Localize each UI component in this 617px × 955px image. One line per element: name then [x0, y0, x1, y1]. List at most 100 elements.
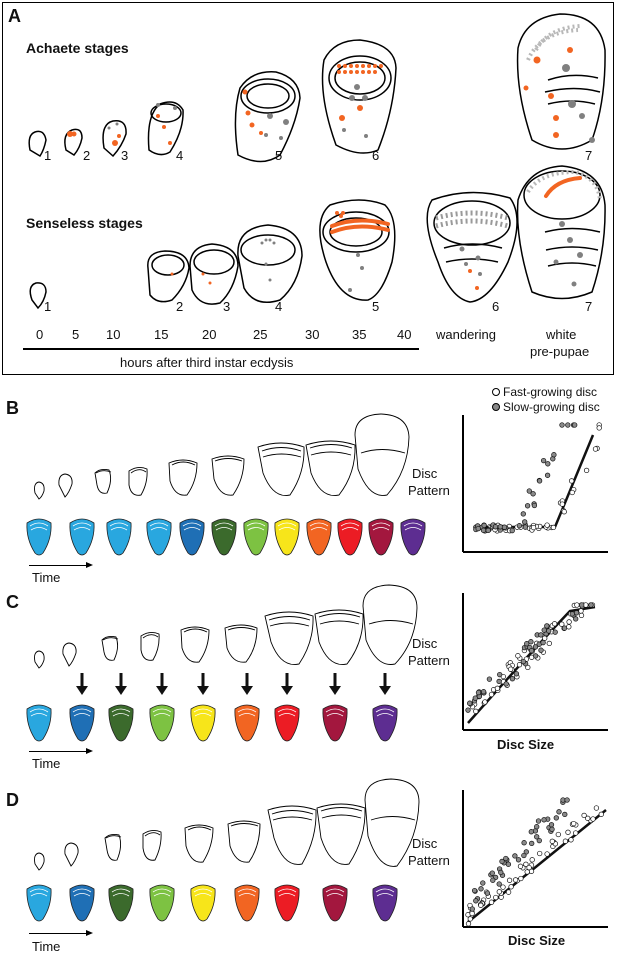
slow-disc-point	[569, 611, 575, 617]
achaete-stripe	[534, 24, 581, 52]
legend-fast: Fast-growing disc	[492, 385, 597, 399]
slow-disc-point	[496, 881, 502, 887]
slow-disc-point	[484, 890, 491, 896]
slow-disc-point	[588, 602, 594, 608]
fast-disc-point	[526, 864, 532, 871]
slow-disc-point	[526, 488, 532, 494]
colored-disc	[322, 884, 348, 922]
senseless-stripe	[330, 224, 390, 234]
slow-disc-point	[490, 877, 496, 883]
fast-disc-point	[569, 489, 575, 496]
fast-disc-point	[506, 877, 513, 883]
achaete-stage-number: 7	[585, 148, 593, 163]
colored-disc	[149, 704, 175, 742]
colored-disc-row	[26, 884, 398, 922]
slow-disc-point	[489, 870, 495, 876]
senseless-stripe	[526, 169, 602, 201]
fast-disc-point	[493, 894, 499, 901]
achaete-stage-number: 1	[44, 148, 52, 163]
disc-pouch	[322, 211, 390, 253]
slow-disc-point	[559, 422, 565, 428]
fast-disc-point	[496, 889, 502, 895]
slow-disc-point	[534, 834, 540, 840]
panel-d-plot	[462, 790, 608, 928]
panel-c-letter: C	[6, 592, 19, 612]
disc-outline	[64, 128, 83, 156]
disc-pouch	[240, 78, 296, 114]
slow-disc-point	[521, 852, 527, 859]
arrow-head-icon	[86, 930, 93, 936]
colored-disc	[26, 884, 52, 922]
slow-disc-point	[509, 676, 516, 682]
slow-disc-point	[469, 906, 475, 912]
slow-disc-point	[530, 491, 536, 497]
slow-disc-point	[475, 525, 481, 532]
fast-disc-point	[469, 910, 475, 917]
time-axis-label: hours after third instar ecdysis	[120, 355, 294, 370]
fast-disc-point	[544, 851, 550, 857]
fast-disc-point	[571, 820, 577, 827]
fast-disc-point	[508, 884, 514, 890]
disc-pouch	[433, 200, 511, 246]
senseless-stages-title: Senseless stages	[26, 215, 143, 231]
fast-disc-point	[562, 838, 569, 844]
disc-pouch	[151, 254, 185, 276]
fast-disc-point	[566, 624, 572, 630]
achaete-stripe	[526, 28, 579, 61]
colored-disc	[69, 884, 95, 922]
fast-disc-point	[515, 653, 521, 659]
disc-pouch	[193, 249, 235, 275]
fast-disc-point	[516, 662, 523, 668]
slow-disc-point	[545, 461, 551, 467]
senseless-stage-number: 4	[275, 299, 283, 314]
panel-b-time-arrow	[29, 565, 89, 566]
wandering-label: wandering	[436, 327, 496, 342]
panel-c-time-arrow	[29, 751, 89, 752]
fast-disc-point	[578, 608, 584, 614]
slow-disc-point	[520, 511, 526, 517]
colored-disc	[274, 884, 300, 922]
time-tick: 15	[154, 327, 169, 342]
colored-disc	[69, 704, 95, 742]
disc-outline	[321, 39, 397, 154]
fast-disc-point	[585, 815, 591, 821]
fast-disc-point	[593, 805, 600, 811]
slow-disc-point	[561, 625, 568, 631]
slow-disc-point	[534, 824, 540, 830]
fast-disc-point	[574, 602, 580, 608]
panel-d-ylabel-1: Disc	[412, 836, 438, 851]
colored-disc	[179, 518, 205, 556]
fast-disc-point	[512, 877, 519, 883]
fast-disc-point	[561, 509, 567, 515]
gray-circle-icon	[492, 403, 500, 411]
fast-disc-point	[517, 863, 524, 869]
fast-disc-point	[482, 699, 488, 705]
panel-b-time-label: Time	[32, 570, 61, 585]
slow-disc-point	[503, 855, 509, 862]
senseless-stage-number: 7	[585, 299, 593, 314]
disc-outline	[189, 243, 239, 305]
panel-b-ylabel-1: Disc	[412, 466, 438, 481]
fast-disc-point	[478, 902, 484, 908]
colored-disc-row	[26, 518, 426, 556]
slow-disc-point	[522, 519, 528, 525]
slow-disc-point	[496, 678, 502, 685]
panel-d-time-label: Time	[32, 939, 61, 954]
fast-disc-point	[568, 837, 574, 843]
slow-disc-point	[540, 639, 546, 646]
down-arrow-icon	[379, 673, 391, 695]
disc-pouch	[523, 170, 601, 220]
fast-disc-point	[508, 666, 514, 672]
down-arrow-icon	[197, 673, 209, 695]
slow-disc-point	[467, 700, 473, 706]
colored-disc	[234, 704, 260, 742]
slow-disc-point	[541, 627, 547, 633]
disc-pouch	[246, 83, 290, 109]
slow-disc-point	[480, 689, 487, 695]
slow-disc-point	[523, 849, 529, 855]
open-circle-icon	[492, 388, 500, 396]
colored-disc	[108, 704, 134, 742]
disc-pouch	[150, 103, 182, 123]
slow-disc-point	[471, 887, 478, 894]
slow-disc-point	[513, 671, 520, 677]
